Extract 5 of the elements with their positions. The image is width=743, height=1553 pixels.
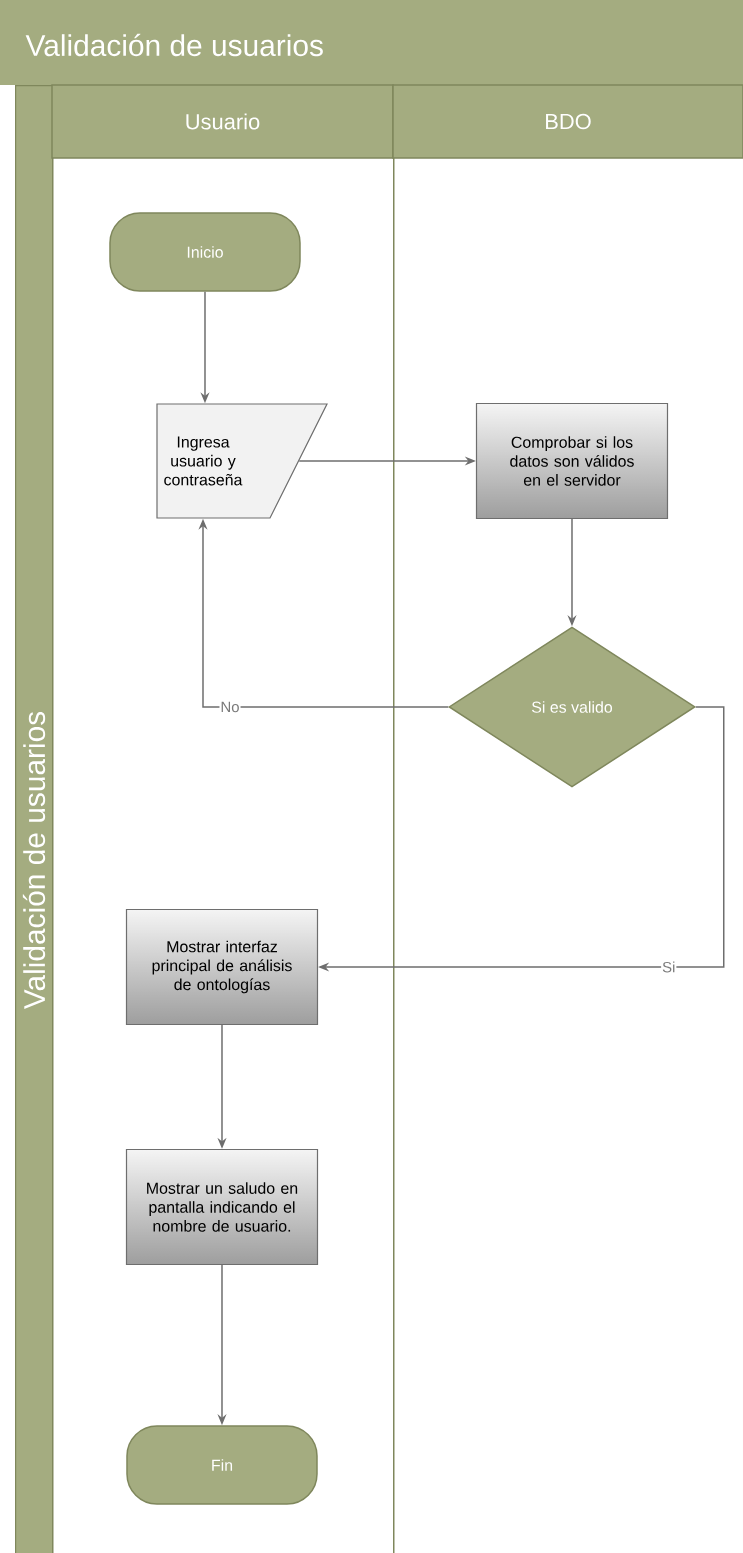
process-box: Comprobar si los datos son válidos en el servidor	[475, 402, 669, 520]
node-label: Usuario	[186, 113, 260, 130]
process-box: Mostrar interfaz principal de análisis de ontologías	[125, 908, 319, 1026]
process-box: Mostrar un saludo en pantalla indicando el nombre de usuario.	[125, 1148, 319, 1266]
input-parallelogram: Ingresa usuario y contraseña	[156, 403, 328, 519]
